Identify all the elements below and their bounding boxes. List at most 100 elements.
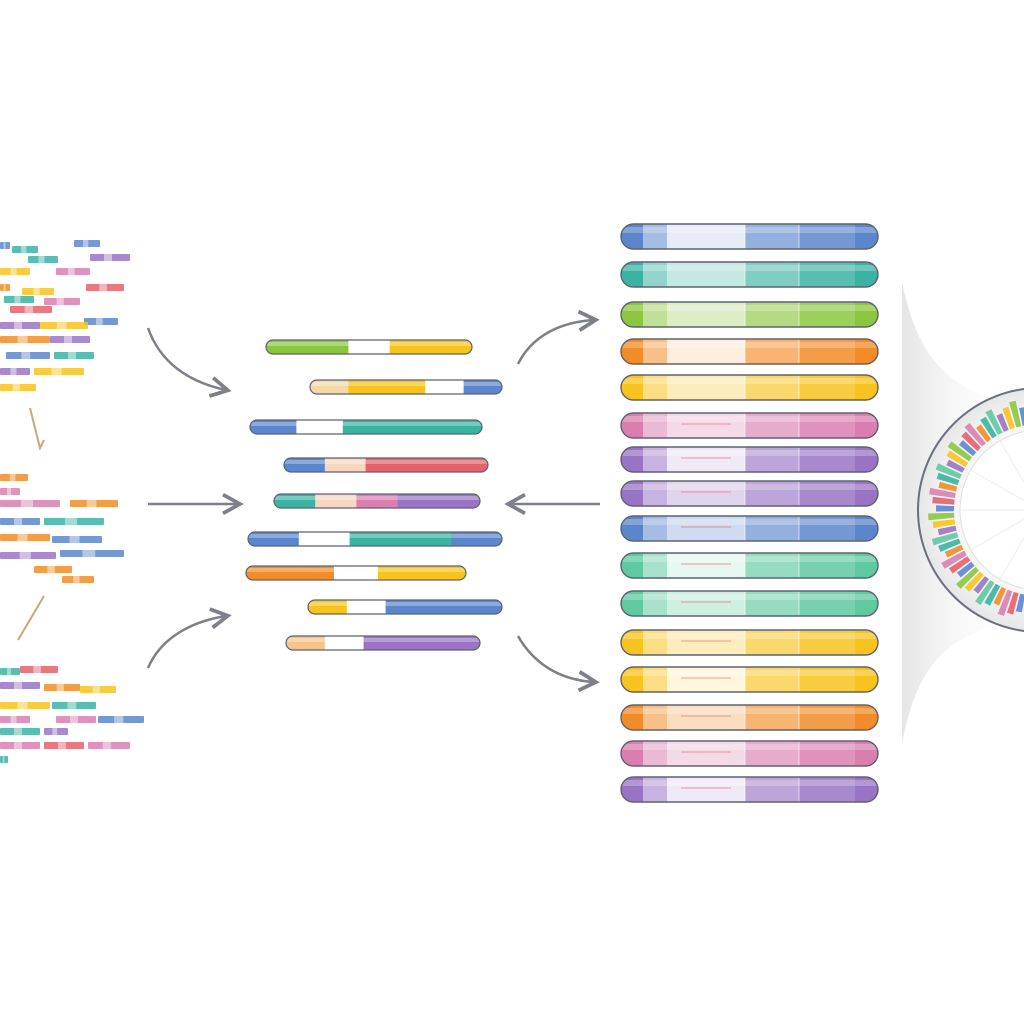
genome-spoke [970,518,1024,551]
scaffold-band [745,591,799,616]
genome-ring-segment [944,544,964,558]
read-fragment [34,368,84,375]
contig-shine [308,602,502,606]
scaffold-band [799,630,855,655]
read-fragment [0,702,50,709]
scaffold-band [799,553,855,578]
genome-ring-segment [980,416,997,439]
read-fragment [44,742,84,749]
scaffold-band [643,262,667,287]
contig-segment [389,420,437,434]
scaffold-outline [620,412,879,439]
read-fragment-highlight [24,306,34,313]
read-fragment-highlight [56,322,67,329]
scaffold-band [667,516,745,541]
genome-ring-segment [946,450,969,467]
flow-arrows-group [146,320,600,682]
contig-segment [315,494,358,508]
contig-shine [284,460,488,464]
read-fragment-highlight [17,702,28,709]
contig-segment [298,532,351,546]
read-fragment-highlight [64,336,72,343]
read-fragment-highlight [67,268,75,275]
scaffold-band [643,667,667,692]
scaffold [620,338,879,365]
scaffolds-group [620,223,879,803]
scaffold-band [799,375,855,400]
scaffold-shine [621,780,878,786]
scaffold-outline [620,552,879,579]
contig-shine [246,568,466,572]
contig-segment [386,380,427,394]
read-fragment-highlight [65,518,77,525]
read-fragment-highlight [69,536,80,543]
scaffold-outline [620,590,879,617]
flow-arrow [146,616,226,669]
read-fragment [0,756,8,763]
contig-segment [307,340,350,354]
read-fragment [0,284,10,291]
read-fragment-highlight [67,702,77,709]
scaffold-band [745,339,799,364]
read-fragment-highlight [51,368,62,375]
genome-spoke [970,469,1024,502]
scaffold-band [643,741,667,766]
scaffold-outline [620,480,879,507]
scaffold-band [667,591,745,616]
scaffold-shine [621,633,878,639]
scaffold-outline [620,446,879,473]
read-fragment-highlight [52,728,58,735]
contig [283,457,489,473]
scaffold-band [799,591,855,616]
contig-segment [365,458,408,472]
contig-segment [430,340,472,354]
scaffold-band [799,705,855,730]
read-fragment-highlight [56,298,64,305]
scaffold-band [667,481,745,506]
scaffold-shine [621,450,878,456]
raw-reads-group [0,240,144,763]
scaffold-shine [621,708,878,714]
genome-ring-segment [1002,406,1015,430]
contig-segment [349,532,402,546]
read-fragment-highlight [14,322,22,329]
read-fragment [0,552,56,559]
scaffold-shine [621,416,878,422]
read-fragment-highlight [21,352,31,359]
scaffold-outline [620,515,879,542]
scaffold-band [643,553,667,578]
contig-segment [286,636,326,650]
genome-ring-segment [993,586,1007,606]
scaffold-band [643,481,667,506]
read-fragment [0,716,30,723]
contig-segment [385,600,426,614]
read-fragment [56,716,96,723]
read-fragment [0,474,28,481]
scaffold-outline [620,666,879,693]
contig-segment [389,340,432,354]
read-fragment [28,256,58,263]
contig-outline [307,599,503,615]
contig-segment [363,636,404,650]
read-fragment-highlight [7,668,11,675]
scaffold-band [643,375,667,400]
read-tick-mark [17,595,45,641]
read-fragment-highlight [21,246,27,253]
read-fragment-highlight [17,534,28,541]
contig-segment [324,458,367,472]
read-fragment [40,322,88,329]
scaffold-band [745,481,799,506]
contig-segment [397,494,440,508]
read-fragment-highlight [10,716,17,723]
read-fragment-highlight [33,288,40,295]
read-fragment-highlight [86,500,97,507]
scaffold-band [745,302,799,327]
read-fragment-highlight [47,566,55,573]
scaffold-band [643,339,667,364]
scaffold-shine [621,227,878,233]
read-fragment-highlight [104,254,112,261]
genome-ring-segment [941,550,967,569]
read-fragment [0,518,40,525]
read-fragment [86,284,124,291]
scaffold-shine [621,265,878,271]
